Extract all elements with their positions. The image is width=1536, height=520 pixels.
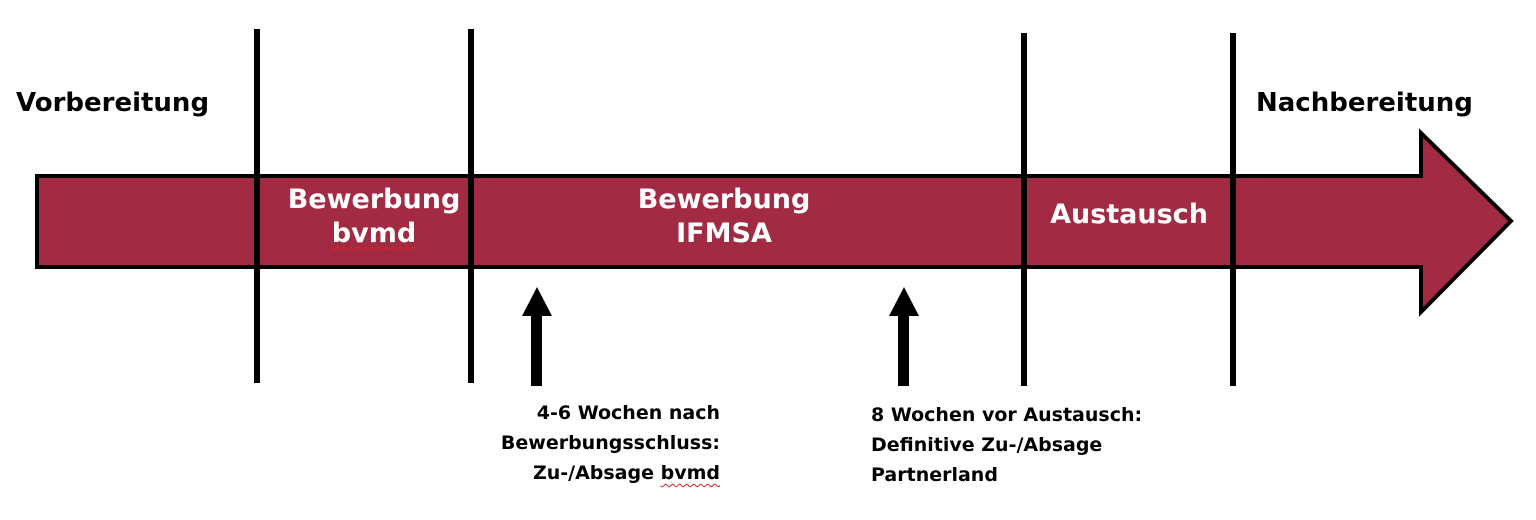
note2-line1: 8 Wochen vor Austausch:: [871, 404, 1143, 426]
note1-line1: 4-6 Wochen nach: [536, 402, 720, 424]
note-zu-absage-bvmd: 4-6 Wochen nach Bewerbungsschluss: Zu-/A…: [470, 398, 720, 488]
milestone-arrow-1: [522, 287, 552, 386]
segment-bvmd-line2: bvmd: [331, 218, 417, 249]
segment-ifmsa-line2: IFMSA: [676, 218, 772, 249]
note2-line2: Definitive Zu-/Absage: [871, 434, 1103, 456]
milestone-arrow-2: [889, 287, 919, 386]
note1-line3-word: bvmd: [660, 462, 720, 484]
segment-ifmsa-line1: Bewerbung: [637, 184, 811, 215]
note1-line2: Bewerbungsschluss:: [500, 432, 720, 454]
note2-line3: Partnerland: [871, 464, 998, 486]
label-vorbereitung: Vorbereitung: [16, 88, 210, 118]
segment-austausch: Austausch: [1024, 198, 1234, 232]
label-nachbereitung: Nachbereitung: [1256, 88, 1473, 118]
segment-bewerbung-bvmd: Bewerbung bvmd: [264, 183, 484, 251]
timeline-arrow: [35, 128, 1514, 317]
segment-bewerbung-ifmsa: Bewerbung IFMSA: [594, 183, 854, 251]
note-zu-absage-partnerland: 8 Wochen vor Austausch: Definitive Zu-/A…: [871, 400, 1142, 490]
note1-line3-prefix: Zu-/Absage: [532, 462, 661, 484]
segment-bvmd-line1: Bewerbung: [287, 184, 461, 215]
segment-austausch-line1: Austausch: [1050, 199, 1208, 230]
